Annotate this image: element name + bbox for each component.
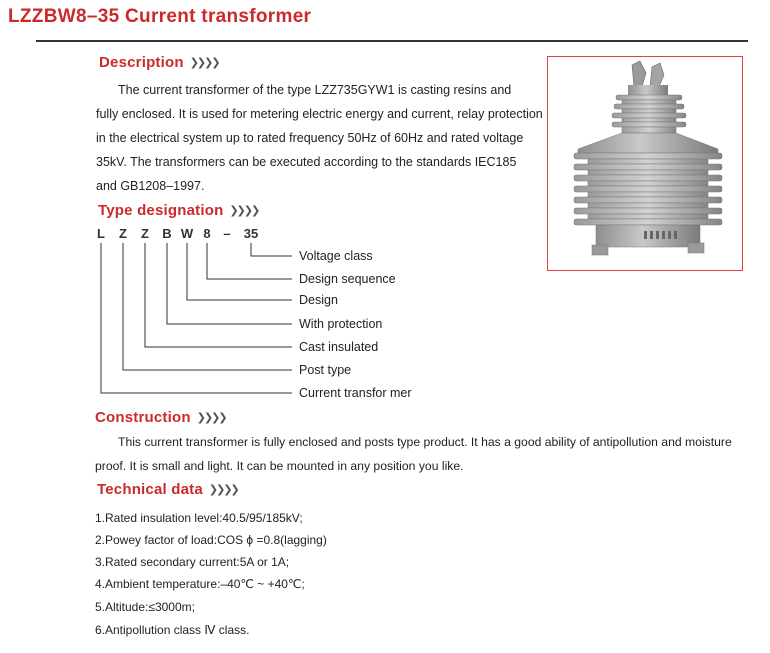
type-designation-heading: Type designation ❯❯❯❯ (98, 202, 260, 219)
construction-heading: Construction ❯❯❯❯ (95, 409, 228, 426)
title-divider (36, 40, 748, 42)
code-letter: Z (141, 226, 149, 241)
description-heading: Description ❯❯❯❯ (99, 54, 221, 71)
type-designation-heading-text: Type designation (98, 202, 224, 219)
spec-item: 5.Altitude:≤3000m; (95, 600, 195, 614)
description-heading-text: Description (99, 54, 184, 71)
product-image-frame (547, 56, 743, 271)
code-letter: – (223, 226, 231, 241)
description-text: The current transformer of the type LZZ7… (96, 78, 546, 198)
spec-item: 3.Rated secondary current:5A or 1A; (95, 555, 290, 569)
spec-item: 4.Ambient temperature:–40℃ ~ +40℃; (95, 577, 305, 591)
chevron-icon: ❯❯❯❯ (208, 484, 240, 496)
designation-label: Cast insulated (299, 340, 379, 354)
designation-label: Design (299, 293, 338, 307)
designation-label: Current transfor mer (299, 386, 412, 400)
code-letter: 35 (243, 226, 259, 241)
technical-data-heading-text: Technical data (97, 481, 203, 498)
spec-item: 1.Rated insulation level:40.5/95/185kV; (95, 511, 303, 525)
spec-item: 6.Antipollution class Ⅳ class. (95, 623, 250, 637)
construction-heading-text: Construction (95, 409, 191, 426)
designation-label: Design sequence (299, 272, 396, 286)
code-letter: L (97, 226, 105, 241)
designation-label: With protection (299, 317, 383, 331)
code-letter: B (162, 226, 172, 241)
designation-label: Post type (299, 363, 352, 377)
technical-data-heading: Technical data ❯❯❯❯ (97, 481, 240, 498)
description-line: fully enclosed. It is used for metering … (96, 107, 543, 121)
construction-text: This current transformer is fully enclos… (95, 430, 767, 478)
chevron-icon: ❯❯❯❯ (196, 412, 228, 424)
description-line: in the electrical system up to rated fre… (96, 131, 524, 145)
code-letter: 8 (203, 226, 211, 241)
current-transformer-product-image (573, 60, 723, 256)
chevron-icon: ❯❯❯❯ (189, 57, 221, 69)
designation-label: Voltage class (299, 249, 373, 263)
code-letter: Z (119, 226, 127, 241)
spec-item: 2.Powey factor of load:COS ϕ =0.8(laggin… (95, 533, 327, 547)
construction-line: proof. It is small and light. It can be … (95, 459, 464, 473)
construction-line: This current transformer is fully enclos… (118, 435, 732, 449)
description-line: 35kV. The transformers can be executed a… (96, 155, 517, 169)
page-title: LZZBW8–35 Current transformer (8, 6, 312, 27)
description-line: The current transformer of the type LZZ7… (118, 83, 512, 97)
code-letter: W (180, 226, 194, 241)
chevron-icon: ❯❯❯❯ (229, 205, 260, 217)
description-line: and GB1208–1997. (96, 179, 205, 193)
